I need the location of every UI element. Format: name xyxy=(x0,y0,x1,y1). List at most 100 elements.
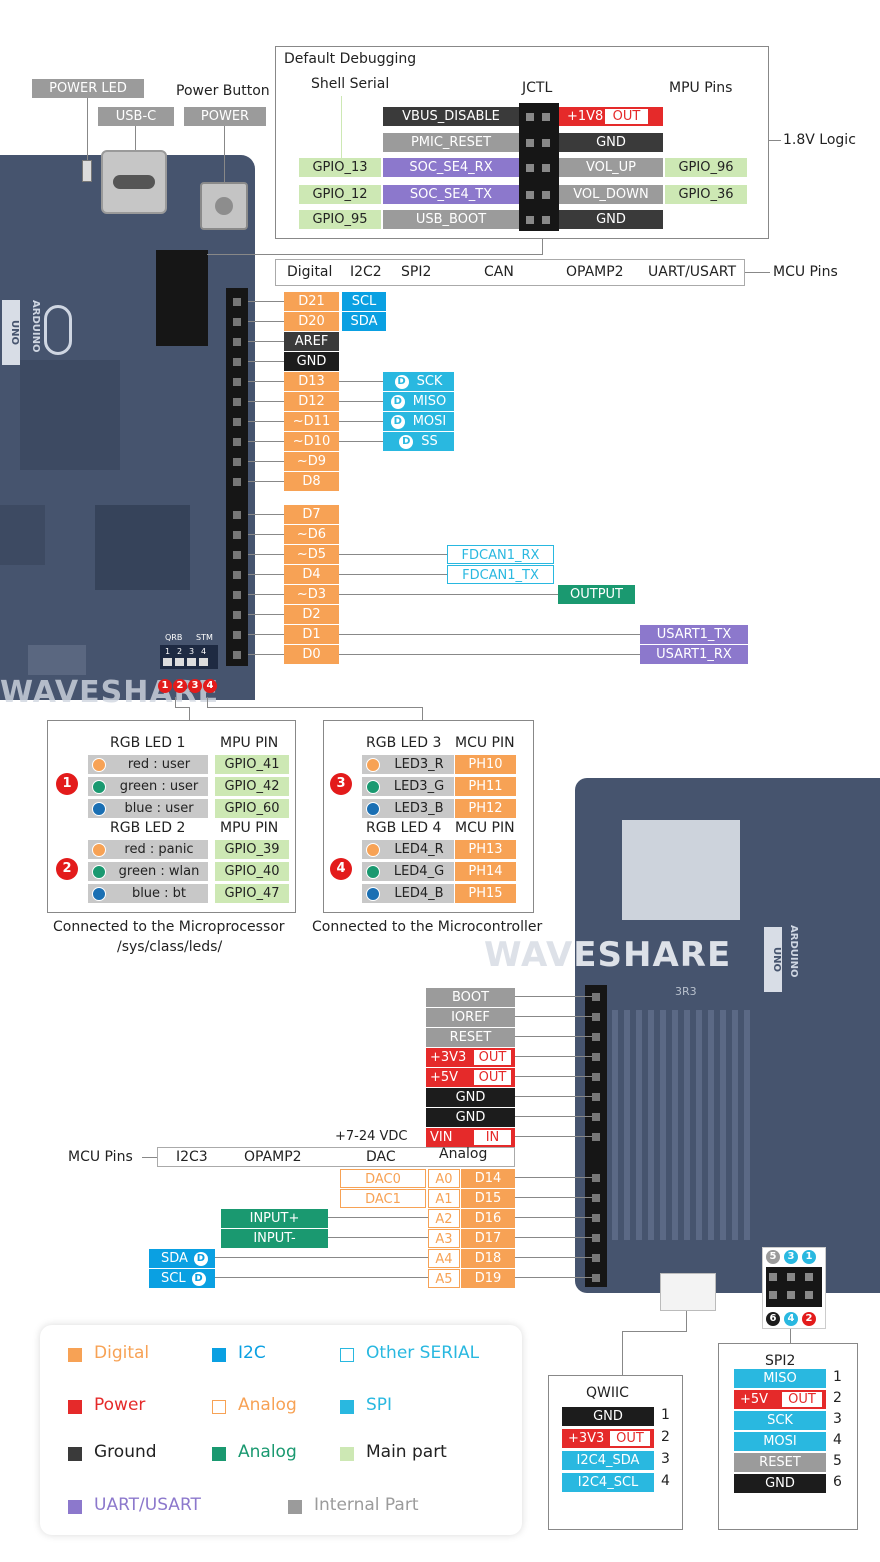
top-pin-label: D21 xyxy=(284,292,339,311)
power-pin-line xyxy=(515,1016,592,1017)
analog-d-label: D18 xyxy=(461,1249,515,1268)
legend-swatch xyxy=(212,1348,226,1362)
spi-badge-icon: D xyxy=(394,374,409,389)
led-number-marker: 4 xyxy=(203,679,217,693)
jctl-pin-dot xyxy=(542,139,550,147)
fn-line xyxy=(339,421,383,422)
spi-header-num-top: 1 xyxy=(802,1250,816,1264)
vin-note: +7-24 VDC xyxy=(335,1129,408,1144)
led-pin-title: MPU PIN xyxy=(220,820,279,836)
legend-swatch xyxy=(68,1348,82,1362)
board-arduino-label: ARDUINO xyxy=(30,300,41,353)
legend-swatch xyxy=(212,1400,226,1414)
mcu-bottom-col: OPAMP2 xyxy=(244,1149,302,1165)
spi2-pin: SCK xyxy=(734,1411,826,1430)
led-right-h xyxy=(207,707,422,708)
top-pin-line xyxy=(248,301,284,302)
fn-line xyxy=(339,441,383,442)
bottom-header-pin xyxy=(592,993,600,1001)
jctl-drop-h xyxy=(207,254,543,255)
spi2-out-badge: OUT xyxy=(781,1391,823,1408)
top-pin-line xyxy=(248,574,284,575)
fn-line xyxy=(339,401,383,402)
jctl-left-pin: PMIC_RESET xyxy=(383,133,519,152)
spi2-title: SPI2 xyxy=(765,1353,796,1369)
top-pin-line xyxy=(248,361,284,362)
led-row-pin: GPIO_42 xyxy=(215,777,289,796)
led-color-dot xyxy=(366,758,380,772)
top-pin-function: FDCAN1_RX xyxy=(447,545,554,564)
mcu-bottom-col: I2C3 xyxy=(176,1149,208,1165)
top-pin-line xyxy=(248,654,284,655)
top-pin-line xyxy=(248,481,284,482)
bottom-header-pin xyxy=(592,1133,600,1141)
led-row-pin: PH10 xyxy=(455,755,516,774)
top-header-pin xyxy=(233,318,241,326)
jctl-pin-dot xyxy=(542,216,550,224)
qwiic-pin: GND xyxy=(562,1407,654,1426)
top-pin-line xyxy=(248,514,284,515)
led-left-v2 xyxy=(189,707,190,720)
power-pin-line xyxy=(515,1136,592,1137)
led-row-name: LED3_G xyxy=(362,777,454,796)
top-pin-line xyxy=(248,461,284,462)
analog-a-label: A4 xyxy=(428,1249,460,1268)
jctl-left-pin: SOC_SE4_TX xyxy=(383,185,519,204)
mcu-pins-top-box xyxy=(275,259,745,286)
led-group-title: RGB LED 2 xyxy=(110,820,186,836)
qwiic-line-v2 xyxy=(622,1331,623,1375)
top-pin-function: SDA xyxy=(342,312,386,331)
led-pin-title: MPU PIN xyxy=(220,735,279,751)
spi-header-num-bottom: 4 xyxy=(784,1312,798,1326)
logic-line xyxy=(769,140,781,141)
analog-function: DAC1 xyxy=(340,1189,426,1208)
jctl-gpio-right: GPIO_36 xyxy=(665,185,747,204)
analog-fn-line xyxy=(215,1277,428,1278)
legend-panel xyxy=(40,1325,522,1535)
analog-function-text: INPUT- xyxy=(253,1231,296,1246)
led-row-name: LED3_B xyxy=(362,799,454,818)
i2c-badge-icon: D xyxy=(193,1251,208,1266)
led-row-name: red : panic xyxy=(88,840,208,859)
analog-a-label: A3 xyxy=(428,1229,460,1248)
mcu-top-line xyxy=(745,272,770,273)
jctl-right-pin: GND xyxy=(559,133,663,152)
analog-d-label: D16 xyxy=(461,1209,515,1228)
top-pin-label: ~D10 xyxy=(284,432,339,451)
top-header-pin xyxy=(233,478,241,486)
analog-function-text: DAC1 xyxy=(365,1192,401,1207)
board-led-label: 4 xyxy=(201,647,207,656)
led-row-name: green : wlan xyxy=(88,862,208,881)
spi-function-text: MISO xyxy=(412,394,447,409)
analog-a-label: A5 xyxy=(428,1269,460,1288)
led-pin-title: MCU PIN xyxy=(455,735,515,751)
led-row-pin: PH13 xyxy=(455,840,516,859)
led-left-caption2: /sys/class/leds/ xyxy=(117,939,223,955)
led-row-pin: GPIO_47 xyxy=(215,884,289,903)
spi-header-pin xyxy=(787,1273,795,1281)
top-pin-line xyxy=(248,381,284,382)
top-pin-header xyxy=(226,288,248,666)
top-pin-label: D8 xyxy=(284,472,339,491)
top-pin-line xyxy=(248,554,284,555)
jctl-out-badge: OUT xyxy=(604,108,649,125)
led-pin-title: MCU PIN xyxy=(455,820,515,836)
analog-function: INPUT- xyxy=(221,1229,328,1248)
spi-header-pin xyxy=(805,1273,813,1281)
top-pin-label: ~D5 xyxy=(284,545,339,564)
bottom-header-pin xyxy=(592,1053,600,1061)
board-top-chip xyxy=(20,360,120,470)
top-header-pin xyxy=(233,651,241,659)
top-header-pin xyxy=(233,631,241,639)
bottom-header-pin xyxy=(592,1033,600,1041)
jctl-gpio-left: GPIO_13 xyxy=(299,158,381,177)
legend-label: Internal Part xyxy=(314,1495,419,1515)
bottom-header-pin xyxy=(592,1013,600,1021)
spi-header-num-top: 3 xyxy=(784,1250,798,1264)
arduino-logo xyxy=(44,305,72,355)
legend-swatch xyxy=(68,1447,82,1461)
usb-line xyxy=(135,126,136,150)
